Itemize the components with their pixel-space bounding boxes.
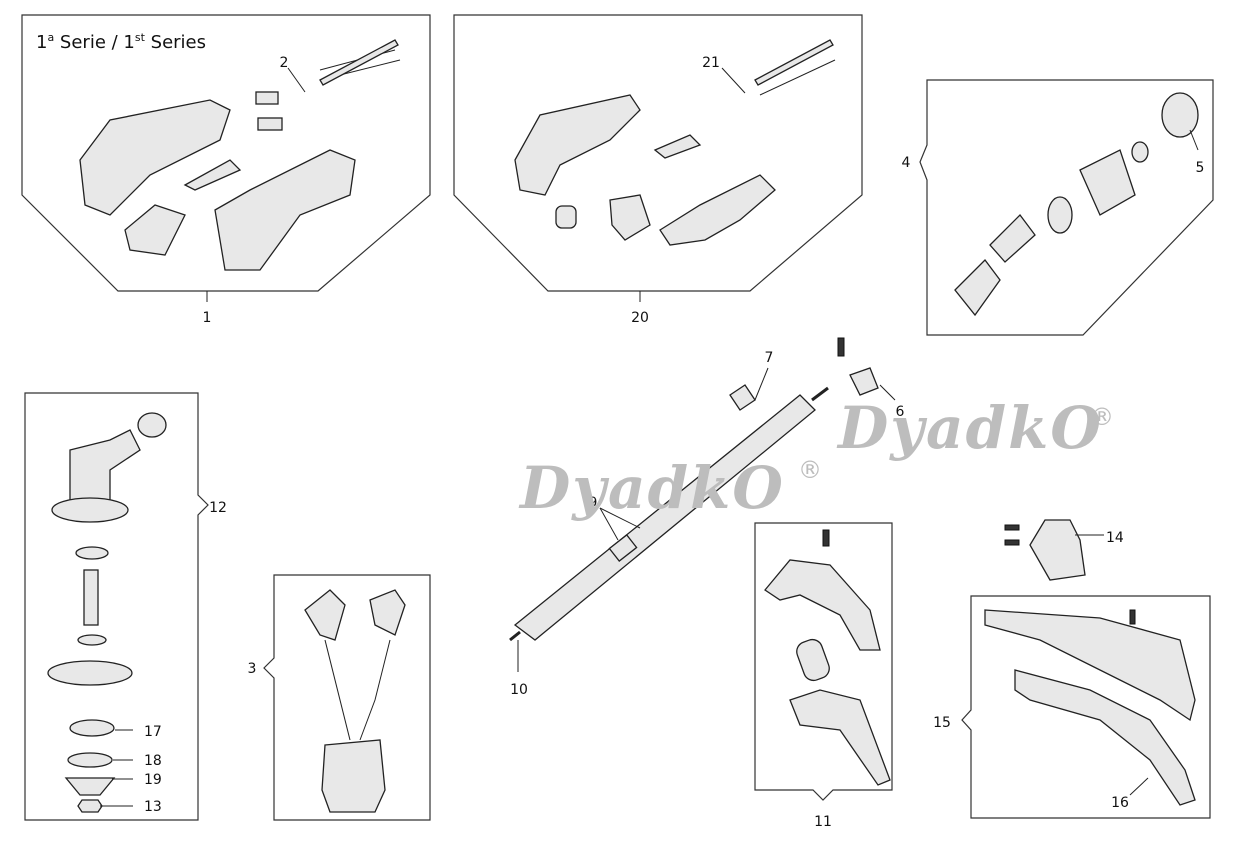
label-14: 14	[1106, 530, 1124, 546]
svg-text:DyadkO: DyadkO	[518, 454, 785, 522]
label-7: 7	[765, 350, 774, 366]
panel-20-second-series-housing: 20 21	[453, 14, 863, 326]
label-15: 15	[933, 715, 951, 731]
label-2: 2	[280, 55, 289, 71]
label-12: 12	[209, 500, 227, 516]
label-5: 5	[1196, 160, 1205, 176]
part-14-clamp: 14	[1004, 519, 1124, 581]
svg-text:®: ®	[798, 456, 822, 484]
label-10: 10	[510, 682, 528, 698]
watermark-right: DyadkO ®	[836, 394, 1114, 462]
panel-15-guard: 15 16	[933, 595, 1211, 819]
label-17: 17	[144, 724, 162, 740]
label-9: 9	[589, 495, 598, 511]
panel-3-harness: 3	[248, 574, 431, 821]
label-6: 6	[896, 404, 905, 420]
panel-1-first-series-housing: 1a Serie / 1st Series 1 2	[21, 14, 431, 326]
label-13: 13	[144, 799, 162, 815]
label-11: 11	[814, 814, 832, 830]
label-3: 3	[248, 661, 257, 677]
label-4: 4	[902, 155, 911, 171]
drive-shaft-assembly: 7 6 9 10	[509, 337, 905, 698]
panel-11-handle: 11	[754, 522, 893, 830]
label-21: 21	[702, 55, 720, 71]
label-1: 1	[203, 310, 212, 326]
panel-4-clutch-housing: 4 5	[902, 79, 1214, 336]
panel-12-gear-head: 12 17 18 19 13	[24, 392, 227, 821]
label-16: 16	[1111, 795, 1129, 811]
svg-text:DyadkO: DyadkO	[836, 394, 1103, 462]
svg-text:®: ®	[1090, 403, 1114, 431]
label-18: 18	[144, 753, 162, 769]
label-19: 19	[144, 772, 162, 788]
series-title: 1a Serie / 1st Series	[36, 31, 206, 53]
label-20: 20	[631, 310, 649, 326]
watermark-center: DyadkO ®	[518, 454, 822, 522]
